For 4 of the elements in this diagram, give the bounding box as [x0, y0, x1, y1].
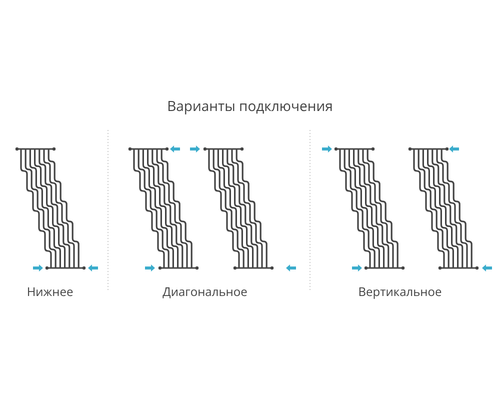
caption-label: Вертикальное: [358, 283, 442, 300]
caption-label: Нижнее: [26, 283, 74, 300]
caption-label: Диагональное: [162, 283, 248, 300]
diagram-title: Варианты подключения: [167, 97, 333, 116]
